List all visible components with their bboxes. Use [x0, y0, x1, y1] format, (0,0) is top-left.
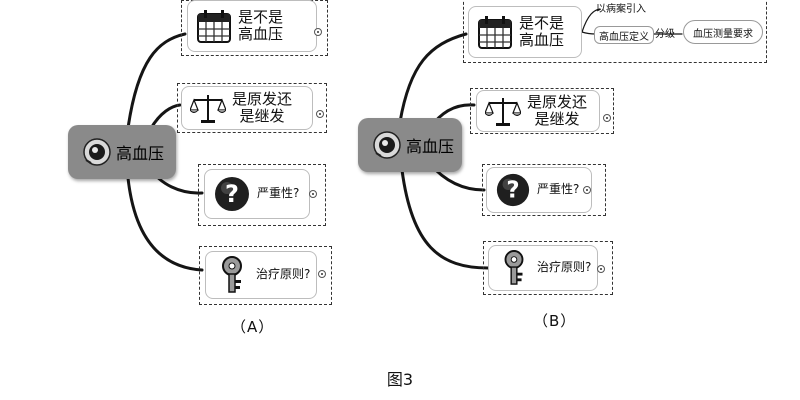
root-label-a: 高血压	[116, 144, 165, 163]
branch-label-a-1-line-2: 高血压	[238, 25, 284, 43]
expand-toggle-a-4[interactable]	[318, 270, 326, 278]
branch-frame-a-3	[198, 164, 326, 226]
subtopic-definition[interactable]: 高血压定义	[594, 26, 654, 44]
branch-frame-b-4	[483, 241, 613, 295]
svg-text:?: ?	[225, 180, 239, 208]
branch-node-b-4[interactable]: 治疗原则?	[488, 245, 598, 291]
expand-toggle-a-2[interactable]	[316, 110, 324, 118]
root-label-b: 高血压	[406, 137, 455, 156]
balance-scale-icon	[485, 98, 521, 126]
branch-label-a-2-line-2: 是继发	[239, 107, 285, 125]
bell-icon	[373, 131, 401, 159]
question-icon: ?	[215, 177, 249, 211]
key-icon	[222, 256, 242, 293]
figure-caption: 图3	[386, 370, 414, 389]
key-icon	[504, 250, 524, 285]
branch-node-b-1[interactable]: 是不是 高血压	[468, 6, 582, 58]
expand-toggle-b-4[interactable]	[597, 265, 605, 273]
branch-text-b-1: 是不是 高血压	[519, 15, 564, 49]
branch-node-a-4[interactable]: 治疗原则?	[205, 251, 317, 299]
branch-node-b-2[interactable]: 是原发还 是继发	[476, 90, 600, 132]
branch-label-a-1-line-1: 是不是	[238, 8, 284, 27]
branch-node-a-2[interactable]: 是原发还 是继发	[181, 86, 313, 130]
branch-text-b-2: 是原发还 是继发	[527, 94, 587, 128]
branch-label-a-3: 严重性?	[257, 186, 300, 201]
branch-node-b-3[interactable]: ? 严重性?	[486, 167, 592, 213]
expand-toggle-a-3[interactable]	[309, 190, 317, 198]
branch-label-a-2-line-1: 是原发还	[232, 90, 293, 109]
question-icon: ?	[496, 173, 530, 207]
expand-toggle-b-2[interactable]	[603, 114, 611, 122]
balance-scale-icon	[190, 95, 226, 123]
branch-label-a-4: 治疗原则?	[256, 267, 311, 282]
caption-a: （A）	[231, 318, 275, 336]
expand-toggle-b-3[interactable]	[583, 186, 591, 194]
branch-frame-a-4	[199, 246, 332, 305]
calendar-icon	[197, 10, 231, 43]
branch-node-a-1[interactable]: 是不是 高血压	[187, 0, 317, 52]
branch-label-b-3: 严重性?	[537, 182, 580, 197]
expand-toggle-a-1[interactable]	[314, 28, 322, 36]
branch-frame-b-1	[463, 0, 767, 63]
caption-b: （B）	[533, 312, 577, 330]
subtopic-grading-label: 分级	[655, 29, 675, 40]
branch-frame-b-2	[470, 88, 614, 134]
branch-text-a-2: 是原发还 是继发	[232, 91, 292, 125]
branch-frame-a-2	[177, 83, 327, 133]
branch-label-b-2-line-1: 是原发还	[527, 93, 588, 112]
root-node-b[interactable]: 高血压	[358, 118, 462, 172]
branch-frame-b-3	[482, 164, 606, 216]
branch-label-b-4: 治疗原则?	[537, 260, 592, 275]
root-node-a[interactable]: 高血压	[68, 125, 176, 179]
bell-icon	[83, 138, 111, 166]
branch-label-b-2-line-2: 是继发	[534, 110, 580, 128]
calendar-icon	[478, 16, 512, 49]
svg-text:?: ?	[506, 178, 519, 204]
branch-node-a-3[interactable]: ? 严重性?	[204, 169, 310, 219]
subtopic-bp-measurement[interactable]: 血压测量要求	[683, 20, 763, 44]
branch-label-b-1-line-2: 高血压	[519, 31, 565, 49]
branch-text-a-1: 是不是 高血压	[238, 9, 283, 43]
branch-label-b-1-line-1: 是不是	[519, 14, 565, 33]
subtopic-case-intro: 以病案引入	[596, 4, 646, 15]
